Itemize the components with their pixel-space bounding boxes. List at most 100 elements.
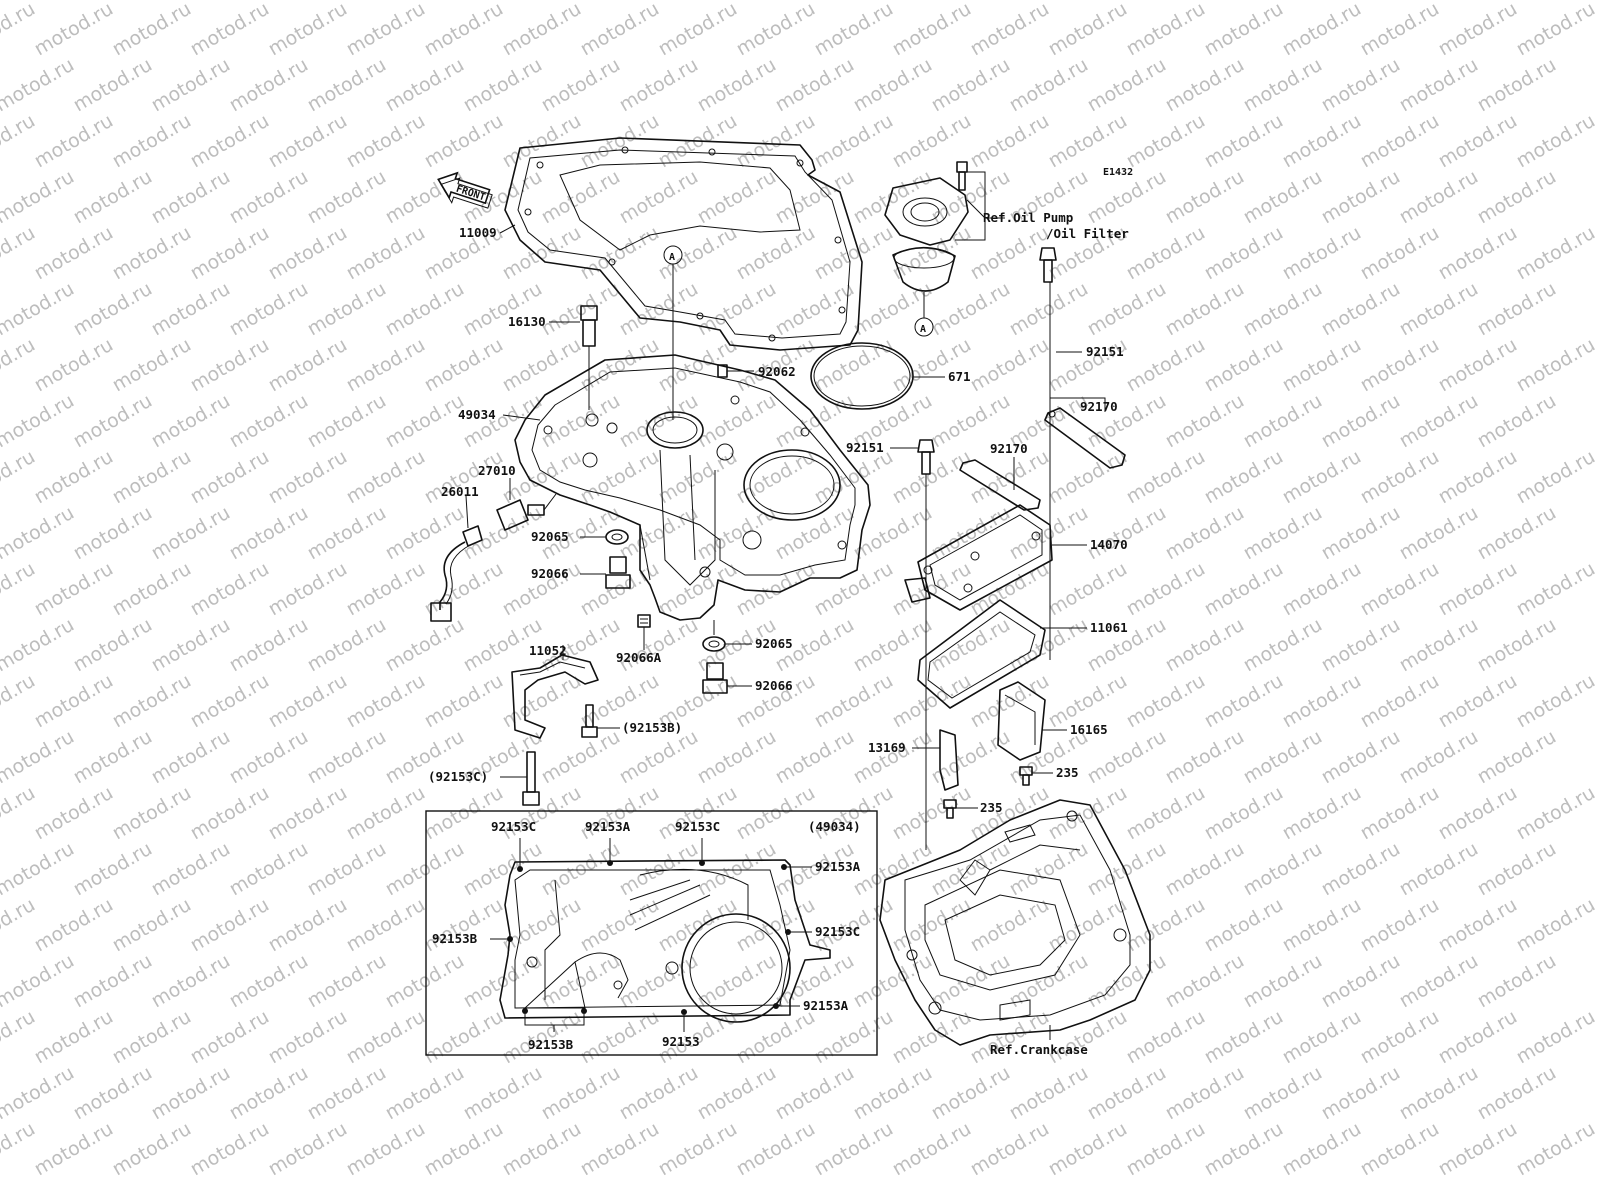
watermark-text: motod.ru [772, 0, 858, 4]
watermark-text: motod.ru [538, 950, 624, 1013]
watermark-text: motod.ru [187, 670, 273, 733]
watermark-text: motod.ru [1474, 390, 1560, 453]
watermark-text: motod.ru [772, 726, 858, 789]
watermark-text: motod.ru [70, 166, 156, 229]
svg-text:A: A [669, 252, 675, 263]
watermark-text: motod.ru [1357, 1118, 1443, 1181]
watermark-text: motod.ru [538, 726, 624, 789]
watermark-text: motod.ru [70, 1062, 156, 1125]
watermark-text: motod.ru [850, 838, 936, 901]
watermark-text: motod.ru [1474, 1062, 1560, 1125]
watermark-text: motod.ru [1201, 670, 1287, 733]
watermark-text: motod.ru [70, 0, 156, 4]
label-92066-b: 92066 [755, 678, 793, 693]
watermark-text: motod.ru [226, 1062, 312, 1125]
label-13169: 13169 [868, 740, 906, 755]
watermark-text: motod.ru [889, 782, 975, 845]
watermark-text: motod.ru [1123, 894, 1209, 957]
watermark-text: motod.ru [304, 726, 390, 789]
watermark-text: motod.ru [694, 166, 780, 229]
watermark-text: motod.ru [0, 558, 39, 621]
watermark-text: motod.ru [538, 166, 624, 229]
watermark-text: motod.ru [31, 894, 117, 957]
inset-label-b1: 92153B [432, 931, 478, 946]
watermark-text: motod.ru [850, 0, 936, 4]
watermark-text: motod.ru [1201, 110, 1287, 173]
plate-92170-a [1044, 407, 1126, 469]
watermark-text: motod.ru [967, 110, 1053, 173]
watermark-text: motod.ru [109, 110, 195, 173]
watermark-text: motod.ru [1474, 502, 1560, 565]
watermark-text: motod.ru [1123, 446, 1209, 509]
label-92066A: 92066A [616, 650, 662, 665]
watermark-text: motod.ru [772, 502, 858, 565]
ref-oil-pump-line1: Ref.Oil Pump [983, 210, 1073, 225]
oil-pump-cover: A [884, 161, 969, 337]
watermark-text: motod.ru [616, 278, 702, 341]
watermark-text: motod.ru [1396, 278, 1482, 341]
watermark-text: motod.ru [343, 1006, 429, 1069]
watermark-text: motod.ru [343, 110, 429, 173]
watermark-text: motod.ru [187, 894, 273, 957]
watermark-text: motod.ru [1162, 726, 1248, 789]
label-27010: 27010 [478, 463, 516, 478]
ref-oil-pump-line2: /Oil Filter [1046, 226, 1129, 241]
marker-a-top: A [663, 245, 683, 420]
watermark-text: motod.ru [70, 390, 156, 453]
watermark-text: motod.ru [1474, 950, 1560, 1013]
watermark-text: motod.ru [1162, 838, 1248, 901]
watermark-text: motod.ru [304, 614, 390, 677]
watermark-text: motod.ru [70, 950, 156, 1013]
watermark-text: motod.ru [1318, 614, 1404, 677]
watermark-text: motod.ru [0, 166, 78, 229]
watermark-text: motod.ru [1279, 670, 1365, 733]
watermark-text: motod.ru [967, 0, 1053, 60]
watermark-text: motod.ru [1435, 446, 1521, 509]
watermark-text: motod.ru [382, 0, 468, 4]
watermark-text: motod.ru [343, 222, 429, 285]
watermark-text: motod.ru [772, 166, 858, 229]
watermark-text: motod.ru [967, 1006, 1053, 1069]
watermark-text: motod.ru [850, 54, 936, 117]
watermark-text: motod.ru [1357, 670, 1443, 733]
watermark-text: motod.ru [343, 446, 429, 509]
watermark-text: motod.ru [928, 54, 1014, 117]
watermark-text: motod.ru [1435, 222, 1521, 285]
watermark-text: motod.ru [1201, 1006, 1287, 1069]
watermark-text: motod.ru [928, 0, 1014, 4]
watermark-text: motod.ru [187, 782, 273, 845]
watermark-text: motod.ru [1435, 110, 1521, 173]
watermark-text: motod.ru [1045, 110, 1131, 173]
watermark-text: motod.ru [0, 0, 39, 60]
watermark-text: motod.ru [304, 278, 390, 341]
watermark-text: motod.ru [0, 950, 78, 1013]
watermark-text: motod.ru [1240, 950, 1326, 1013]
watermark-text: motod.ru [616, 502, 702, 565]
watermark-text: motod.ru [538, 838, 624, 901]
watermark-text: motod.ru [733, 782, 819, 845]
bolt-92151-mid [917, 439, 935, 850]
watermark-text: motod.ru [382, 838, 468, 901]
watermark-text: motod.ru [1162, 1062, 1248, 1125]
watermark-text: motod.ru [967, 670, 1053, 733]
watermark-text: motod.ru [1357, 446, 1443, 509]
watermark-text: motod.ru [0, 222, 39, 285]
watermark-text: motod.ru [70, 54, 156, 117]
watermark-text: motod.ru [1084, 838, 1170, 901]
ref-crankcase: Ref.Crankcase [990, 1042, 1088, 1057]
watermark-text: motod.ru [655, 222, 741, 285]
watermark-text: motod.ru [148, 166, 234, 229]
watermark-text: motod.ru [1240, 838, 1326, 901]
watermark-text: motod.ru [1474, 166, 1560, 229]
watermark-text: motod.ru [226, 950, 312, 1013]
watermark-text: motod.ru [889, 1118, 975, 1181]
watermark-text: motod.ru [1240, 1062, 1326, 1125]
watermark-text: motod.ru [460, 1062, 546, 1125]
watermark-text: motod.ru [811, 782, 897, 845]
watermark-text: motod.ru [382, 614, 468, 677]
watermark-text: motod.ru [343, 334, 429, 397]
label-26011: 26011 [441, 484, 479, 499]
watermark-text: motod.ru [109, 334, 195, 397]
